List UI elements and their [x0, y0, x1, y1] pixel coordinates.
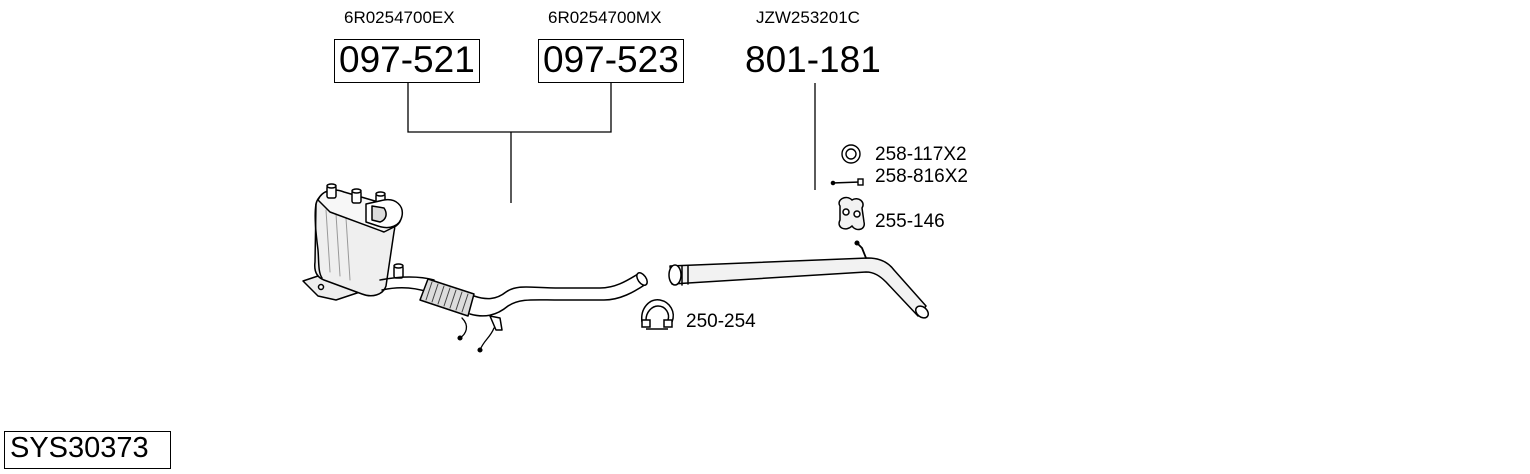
rubber-mount-label[interactable]: 255-146 [875, 211, 945, 232]
rubber-mount-icon[interactable] [838, 196, 865, 231]
sensor-wire-2 [479, 327, 495, 351]
gasket-ring-icon[interactable] [841, 144, 861, 164]
clamp-label[interactable]: 250-254 [686, 311, 756, 332]
front-pipe-upper [379, 276, 435, 281]
part-number-801-181[interactable]: 801-181 [745, 39, 881, 80]
sensor-wire-1 [459, 317, 468, 339]
dpf-end-face [314, 203, 323, 279]
rear-pipe-drawing[interactable] [668, 240, 931, 320]
rear-pipe-outlet [914, 305, 930, 319]
oe-number-801-181: JZW253201C [756, 8, 860, 27]
front-pipe-lower [381, 287, 429, 293]
dpf-mounting-flange [302, 275, 361, 301]
dpf-body-shading [325, 209, 351, 281]
front-pipe-hanger [489, 315, 503, 331]
connector-bracket [407, 83, 612, 133]
dpf-flange-hole [317, 283, 325, 291]
part-number-box-097-521[interactable]: 097-521 [334, 39, 480, 83]
part-number-box-097-523[interactable]: 097-523 [538, 39, 684, 83]
rear-pipe-hanger-rod [857, 243, 867, 259]
front-pipe-end [636, 272, 648, 286]
dpf-catalyst-drawing[interactable] [302, 183, 649, 353]
oe-number-097-521: 6R0254700EX [344, 8, 455, 27]
clamp-icon[interactable] [641, 299, 674, 330]
gasket-label[interactable]: 258-117X2 [875, 144, 967, 165]
front-pipe-main-bottom [469, 283, 647, 317]
connector-lines [407, 83, 816, 203]
rear-pipe-body [669, 257, 927, 317]
system-number-box: SYS30373 [4, 431, 171, 469]
rear-pipe-inlet [668, 264, 682, 286]
bolt-icon[interactable] [830, 178, 864, 186]
bolt-label[interactable]: 258-816X2 [875, 166, 968, 187]
front-pipe-main-top [473, 273, 639, 300]
oe-number-097-523: 6R0254700MX [548, 8, 662, 27]
